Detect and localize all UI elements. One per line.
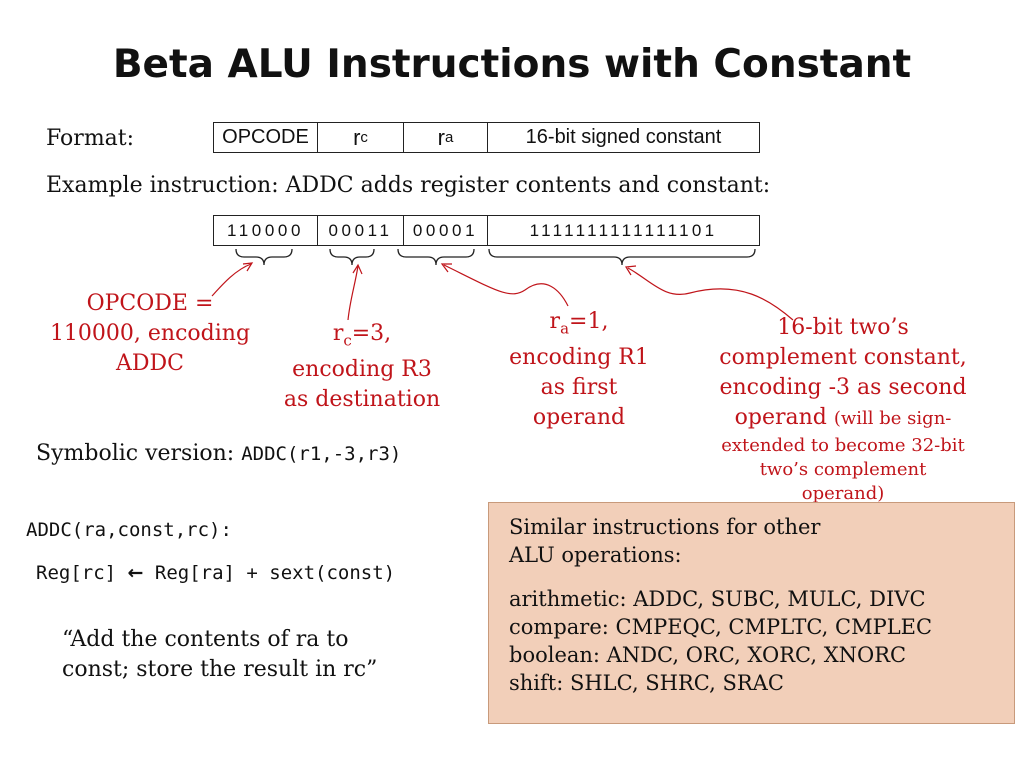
panel-item-shift: shift: SHLC, SHRC, SRAC (509, 671, 784, 695)
definition-signature: ADDC(ra,const,rc): (26, 519, 232, 541)
brace-constant (488, 248, 756, 266)
brace-opcode (235, 248, 293, 266)
brace-ra (397, 248, 475, 266)
assign-arrow-icon: ← (127, 562, 144, 584)
annotation-rc: rc=3, encoding R3 as destination (262, 319, 462, 415)
panel-item-arithmetic: arithmetic: ADDC, SUBC, MULC, DIVC (509, 587, 926, 611)
annotation-opcode: OPCODE = 110000, encoding ADDC (30, 289, 270, 379)
annotation-opcode-line1: OPCODE = (86, 291, 214, 316)
format-field-opcode: OPCODE (214, 123, 318, 152)
similar-instructions-panel: Similar instructions for other ALU opera… (488, 502, 1015, 724)
arrow-opcode (211, 263, 252, 297)
annotation-ra: ra=1, encoding R1 as first operand (489, 307, 669, 433)
annotation-rc-line3: as destination (283, 387, 441, 413)
format-field-rc-sub: c (360, 129, 368, 146)
annotation-opcode-line2: 110000, encoding (49, 321, 251, 346)
arrow-rc (347, 265, 359, 321)
annotation-ra-sub: a (560, 319, 570, 338)
panel-heading-line1: Similar instructions for other (509, 515, 821, 539)
quote-line1: “Add the contents of ra to (62, 627, 349, 652)
format-label: Format: (46, 126, 135, 151)
definition-rtl: Reg[rc] ← Reg[ra] + sext(const) (36, 562, 395, 584)
bits-rc: 00011 (318, 216, 404, 245)
annotation-constant: 16-bit two’s complement constant, encodi… (690, 313, 996, 506)
format-field-ra-sub: a (444, 129, 454, 146)
annotation-ra-letter: r (549, 309, 561, 334)
annotation-constant-line6: two’s complement (759, 459, 927, 480)
annotation-ra-line4: operand (532, 405, 626, 431)
bits-opcode: 110000 (214, 216, 318, 245)
annotation-ra-value: =1, (569, 309, 609, 334)
symbolic-code: ADDC(r1,-3,r3) (241, 443, 402, 465)
quote-line2: const; store the result in rc” (62, 657, 378, 682)
panel-heading-line2: ALU operations: (509, 543, 682, 567)
format-field-rc-letter: r (353, 124, 361, 150)
arrow-opcode-head (242, 262, 254, 272)
annotation-ra-line3: as first (540, 375, 618, 401)
annotation-constant-line1: 16-bit two’s (777, 315, 909, 340)
arrow-ra (443, 264, 569, 307)
slide-title: Beta ALU Instructions with Constant (112, 42, 912, 87)
arrow-rc-head (352, 263, 363, 275)
annotation-constant-operand: operand (734, 405, 827, 430)
example-instruction-text: Example instruction: ADDC adds register … (46, 173, 771, 198)
annotation-ra-line2: encoding R1 (509, 345, 649, 371)
definition-quote: “Add the contents of ra to const; store … (62, 625, 377, 685)
annotation-constant-line2: complement constant, (719, 345, 967, 370)
bits-ra: 00001 (404, 216, 488, 245)
arrow-constant-head (624, 265, 637, 276)
instruction-bits: 110000 00011 00001 1111111111111101 (213, 215, 760, 246)
annotation-rc-value: =3, (351, 321, 392, 346)
brace-rc (329, 248, 375, 266)
bits-constant: 1111111111111101 (529, 220, 718, 240)
annotation-constant-line3: encoding -3 as second (719, 375, 967, 400)
arrow-constant (627, 267, 794, 321)
annotation-rc-line2: encoding R3 (292, 357, 432, 383)
annotation-constant-line5: extended to become 32-bit (721, 435, 965, 456)
definition-reg-right: Reg[ra] + sext(const) (154, 562, 396, 584)
format-field-ra-letter: r (437, 124, 445, 150)
annotation-rc-letter: r (332, 321, 344, 346)
annotation-opcode-line3: ADDC (116, 351, 184, 376)
annotation-constant-line7: operand) (801, 483, 885, 504)
arrow-ra-head (440, 263, 452, 273)
annotation-rc-sub: c (343, 331, 352, 350)
panel-item-compare: compare: CMPEQC, CMPLTC, CMPLEC (509, 615, 933, 639)
symbolic-version: Symbolic version: ADDC(r1,-3,r3) (36, 441, 401, 466)
definition-reg-left: Reg[rc] (36, 562, 117, 584)
symbolic-label: Symbolic version: (36, 441, 235, 466)
panel-item-boolean: boolean: ANDC, ORC, XORC, XNORC (509, 643, 907, 667)
format-field-constant: 16-bit signed constant (525, 126, 722, 148)
annotation-constant-sign: (will be sign- (833, 408, 952, 429)
